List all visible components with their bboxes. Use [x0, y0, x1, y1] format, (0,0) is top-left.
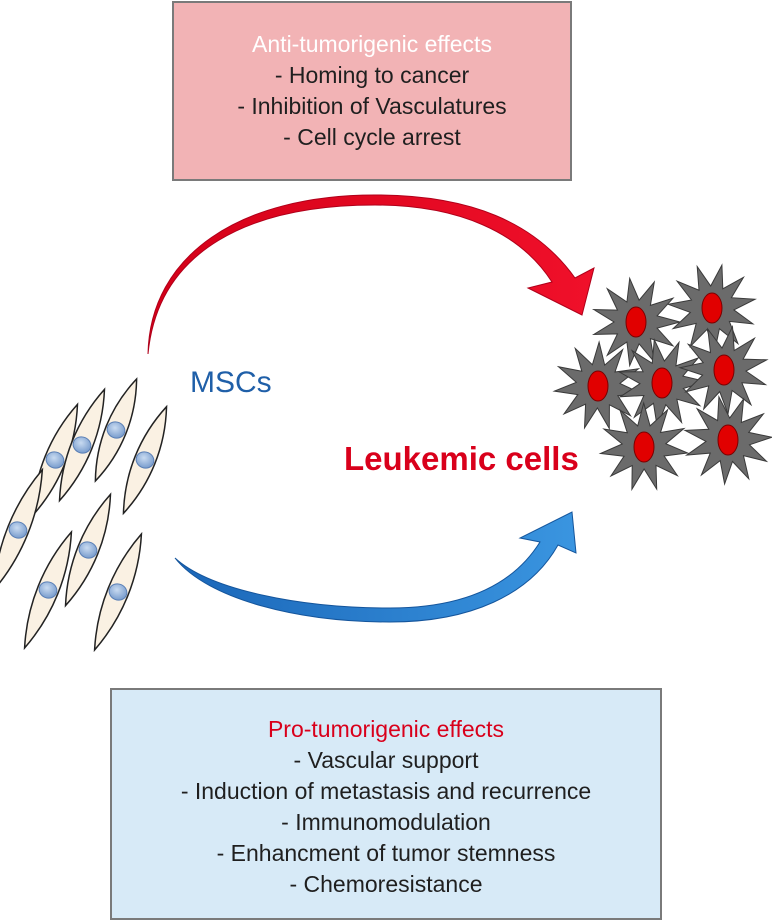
msc-cell — [0, 467, 44, 593]
anti-tumorigenic-arrow — [147, 194, 595, 355]
leukemic-cell — [598, 401, 690, 492]
pro-effect-item: - Induction of metastasis and recurrence — [180, 778, 592, 804]
msc-cell — [58, 387, 106, 503]
anti-tumorigenic-title: Anti-tumorigenic effects — [252, 31, 492, 57]
pro-effect-item: - Enhancment of tumor stemness — [216, 840, 556, 866]
msc-cell — [93, 531, 143, 653]
anti-effect-item: - Cell cycle arrest — [283, 124, 461, 150]
pro-effect-item: - Immunomodulation — [281, 809, 491, 835]
pro-tumorigenic-title: Pro-tumorigenic effects — [267, 716, 505, 742]
leukemic-cell-cluster — [552, 263, 772, 492]
anti-effect-item: - Inhibition of Vasculatures — [237, 93, 507, 119]
pro-tumorigenic-box: Pro-tumorigenic effects - Vascular suppo… — [110, 688, 662, 920]
msc-cell — [64, 492, 112, 608]
leukemic-cell — [683, 395, 772, 486]
anti-tumorigenic-box: Anti-tumorigenic effects - Homing to can… — [172, 1, 572, 181]
anti-effect-item: - Homing to cancer — [274, 62, 470, 88]
pro-tumorigenic-arrow — [174, 511, 577, 623]
pro-effect-item: - Chemoresistance — [289, 871, 483, 897]
pro-effect-item: - Vascular support — [293, 747, 479, 773]
leukemic-cell — [591, 276, 682, 368]
msc-cell — [23, 529, 73, 651]
msc-cell — [94, 377, 138, 483]
mscs-label: MSCs — [190, 366, 272, 399]
leukemic-cell — [666, 263, 757, 354]
msc-cell — [122, 404, 168, 516]
leukemic-cell — [678, 324, 769, 416]
leukemic-cells-label: Leukemic cells — [344, 440, 579, 477]
msc-cell-cluster — [0, 377, 168, 653]
